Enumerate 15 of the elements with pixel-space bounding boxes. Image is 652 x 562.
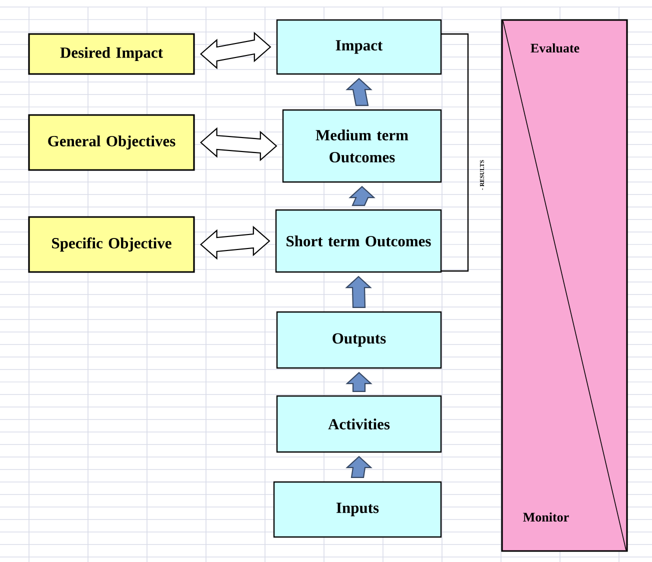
- results-box: Medium term Outcomes: [282, 109, 442, 183]
- objective-box: General Objectives: [28, 114, 195, 171]
- block-arrow: [346, 372, 372, 392]
- block-arrow: [345, 276, 372, 308]
- results-box: Activities: [276, 395, 442, 453]
- block-arrow: [346, 78, 372, 106]
- block-arrow: [348, 186, 376, 206]
- results-box: Outputs: [276, 311, 442, 369]
- results-box: Inputs: [273, 481, 442, 538]
- results-box: Impact: [276, 19, 442, 75]
- objective-box: Desired Impact: [28, 33, 195, 75]
- results-box: Short term Outcomes: [275, 209, 442, 273]
- monitor-evaluate-bar: Evaluate Monitor: [501, 19, 628, 552]
- objective-box: Specific Objective: [28, 216, 195, 273]
- block-arrow: [346, 456, 372, 478]
